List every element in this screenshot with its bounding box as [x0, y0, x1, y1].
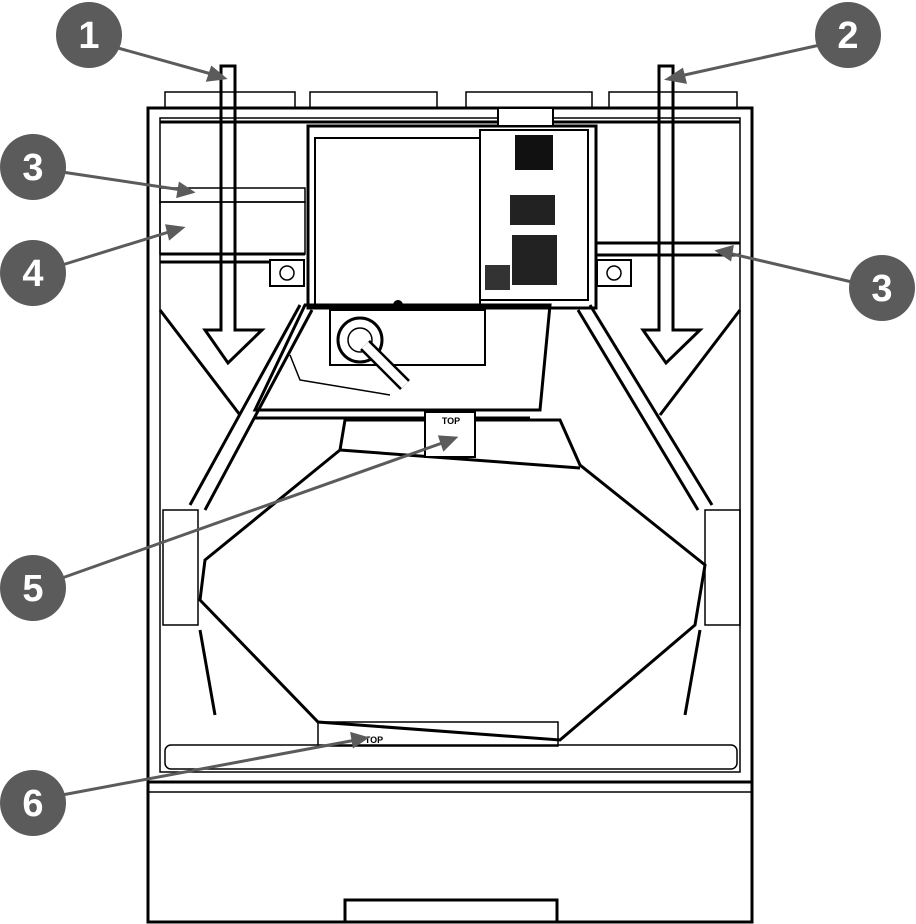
blower [252, 303, 552, 420]
svg-text:1: 1 [78, 15, 99, 57]
svg-text:2: 2 [837, 15, 858, 57]
callout-4: 4 [0, 240, 66, 306]
callout-5: 5 [0, 555, 66, 621]
heat-recovery-core: TOP TOP [198, 411, 707, 747]
electrical-box [306, 107, 598, 310]
callout-3-right: 3 [849, 255, 915, 321]
svg-text:3: 3 [871, 268, 892, 310]
filters [159, 187, 740, 287]
svg-text:5: 5 [22, 568, 43, 610]
airflow-arrow-left [202, 64, 266, 366]
core-top-marking-upper: TOP [442, 416, 460, 426]
callout-1: 1 [56, 2, 122, 68]
callout-6: 6 [0, 770, 66, 836]
svg-text:4: 4 [22, 253, 43, 295]
svg-text:3: 3 [22, 147, 43, 189]
callout-3-left: 3 [0, 134, 66, 200]
callout-2: 2 [815, 2, 881, 68]
duct-collars [164, 91, 738, 109]
airflow-arrow-right [640, 64, 704, 366]
leader-lines [61, 43, 853, 797]
diagonal-frames [158, 304, 742, 716]
cabinet [146, 106, 754, 924]
svg-text:6: 6 [22, 783, 43, 825]
core-top-marking-lower: TOP [365, 735, 383, 745]
